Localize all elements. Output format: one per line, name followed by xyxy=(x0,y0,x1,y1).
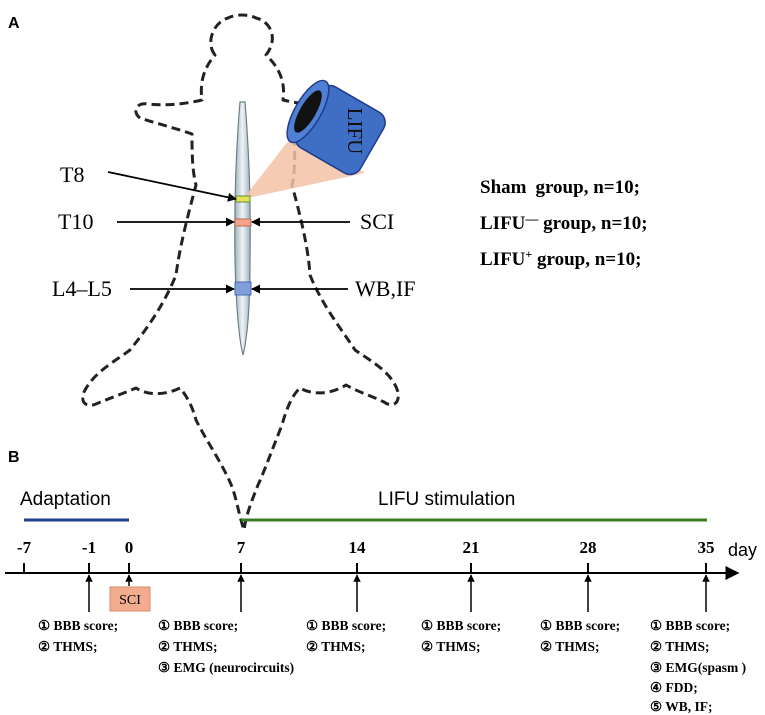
panel-b-label: B xyxy=(8,449,20,466)
tick-label: 14 xyxy=(349,538,367,557)
note-line: ① BBB score; xyxy=(306,618,386,633)
l4l5-marker xyxy=(234,281,252,296)
t8-label: T8 xyxy=(60,162,84,187)
tick-label: 0 xyxy=(125,538,134,557)
panel-a-label: A xyxy=(8,15,20,32)
t10-injury-marker xyxy=(234,218,252,227)
note-line: ② THMS; xyxy=(158,639,217,654)
lifu-device-label: LIFU xyxy=(343,108,367,155)
note-line: ③ EMG(spasm ) xyxy=(650,660,746,675)
notes-day-minus1: ① BBB score; ② THMS; xyxy=(38,618,118,654)
tick-label: 21 xyxy=(463,538,480,557)
lifu-transducer xyxy=(286,79,386,176)
sci-event-label: SCI xyxy=(119,593,141,608)
group-lifu-plus: LIFU+ group, n=10; xyxy=(480,247,641,270)
notes-day-28: ① BBB score; ② THMS; xyxy=(540,618,620,654)
notes-day-14: ① BBB score; ② THMS; xyxy=(306,618,386,654)
sci-event-box xyxy=(109,586,151,612)
notes-day-35: ① BBB score; ② THMS; ③ EMG(spasm ) ④ FDD… xyxy=(650,618,746,714)
wbif-label: WB,IF xyxy=(355,276,416,301)
axis-unit: day xyxy=(728,540,757,560)
note-line: ① BBB score; xyxy=(540,618,620,633)
note-line: ③ EMG (neurocircuits) xyxy=(158,660,294,675)
tick-label: 7 xyxy=(237,538,246,557)
tick-label: 28 xyxy=(580,538,597,557)
t8-arrow xyxy=(107,171,237,202)
note-line: ② THMS; xyxy=(306,639,365,654)
timepoint-notes: ① BBB score; ② THMS; ① BBB score; ② THMS… xyxy=(38,618,746,714)
note-line: ④ FDD; xyxy=(650,680,698,695)
tick-label: -1 xyxy=(82,538,96,557)
measurement-arrows xyxy=(85,574,710,612)
l4l5-label: L4–L5 xyxy=(52,276,112,301)
note-line: ① BBB score; xyxy=(650,618,730,633)
note-line: ② THMS; xyxy=(650,639,709,654)
sci-label: SCI xyxy=(360,209,394,234)
stimulation-label: LIFU stimulation xyxy=(378,489,515,510)
ultrasound-beam xyxy=(243,126,365,199)
t8-marker xyxy=(235,195,251,203)
t10-label: T10 xyxy=(58,209,93,234)
note-line: ① BBB score; xyxy=(38,618,118,633)
tick-label: 35 xyxy=(698,538,715,557)
note-line: ① BBB score; xyxy=(421,618,501,633)
spinal-cord xyxy=(234,101,251,356)
note-line: ① BBB score; xyxy=(158,618,238,633)
note-line: ② THMS; xyxy=(38,639,97,654)
note-line: ② THMS; xyxy=(421,639,480,654)
tick-label: -7 xyxy=(17,538,32,557)
timeline-ticks: -7 -1 0 7 14 21 28 35 xyxy=(17,538,715,573)
note-line: ⑤ WB, IF; xyxy=(650,699,712,714)
adaptation-label: Adaptation xyxy=(20,489,111,510)
note-line: ② THMS; xyxy=(540,639,599,654)
notes-day-21: ① BBB score; ② THMS; xyxy=(421,618,501,654)
notes-day-7: ① BBB score; ② THMS; ③ EMG (neurocircuit… xyxy=(158,618,294,675)
group-lifu-minus: LIFU— group, n=10; xyxy=(480,211,648,234)
